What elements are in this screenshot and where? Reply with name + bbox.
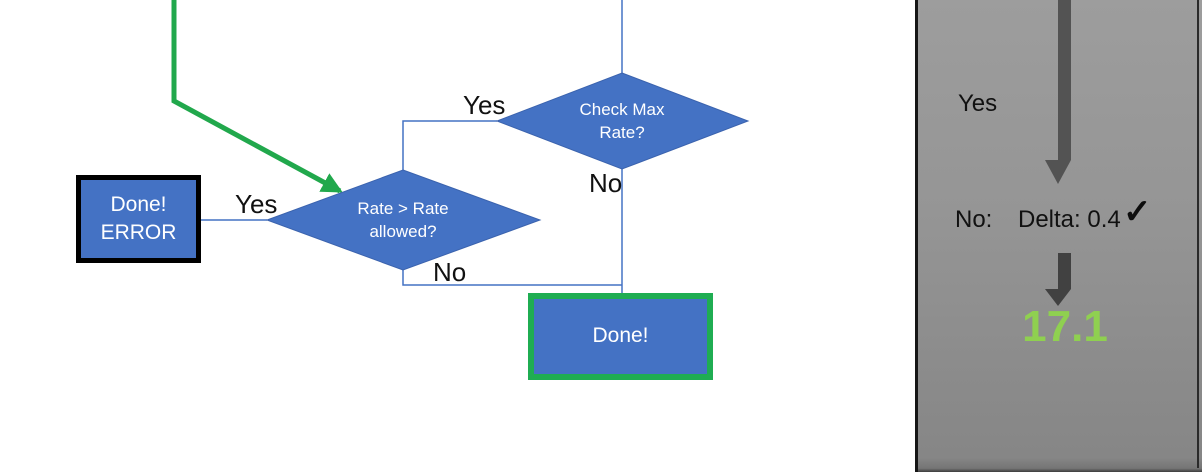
branch-label-yes-left: Yes	[235, 189, 278, 219]
down-arrow-icon	[1058, 0, 1071, 160]
connector-rate-no	[402, 270, 622, 286]
panel-bottom-edge	[918, 468, 1202, 472]
side-panel: Yes No: Delta: 0.4 ✓ 17.1	[915, 0, 1202, 472]
panel-yes-label: Yes	[958, 90, 998, 117]
rate-allowed-diamond	[265, 169, 542, 271]
rate-allowed-label: Rate > Rate allowed?	[357, 199, 449, 241]
result-value: 17.1	[1022, 302, 1108, 351]
done-error-box: Done! ERROR	[76, 175, 201, 263]
done-box: Done!	[528, 293, 713, 380]
check-max-rate-diamond	[495, 72, 750, 170]
panel-delta-label: Delta: 0.4	[1018, 206, 1121, 233]
down-arrow-head-icon	[1045, 160, 1071, 184]
branch-label-no-top: No	[589, 168, 623, 198]
connector-check-max-yes	[402, 120, 497, 170]
down-arrow-head-icon	[1045, 289, 1071, 306]
flowchart-canvas	[171, 0, 750, 293]
branch-label-no-bottom: No	[433, 257, 467, 287]
checkmark-icon: ✓	[1123, 193, 1152, 231]
check-max-rate-label: Check Max Rate?	[579, 100, 665, 142]
down-arrow-icon	[1058, 253, 1071, 289]
green-path-arrow	[171, 0, 343, 194]
panel-no-label: No:	[955, 206, 993, 233]
panel-right-edge	[1197, 0, 1199, 472]
branch-label-yes-top: Yes	[463, 90, 506, 120]
